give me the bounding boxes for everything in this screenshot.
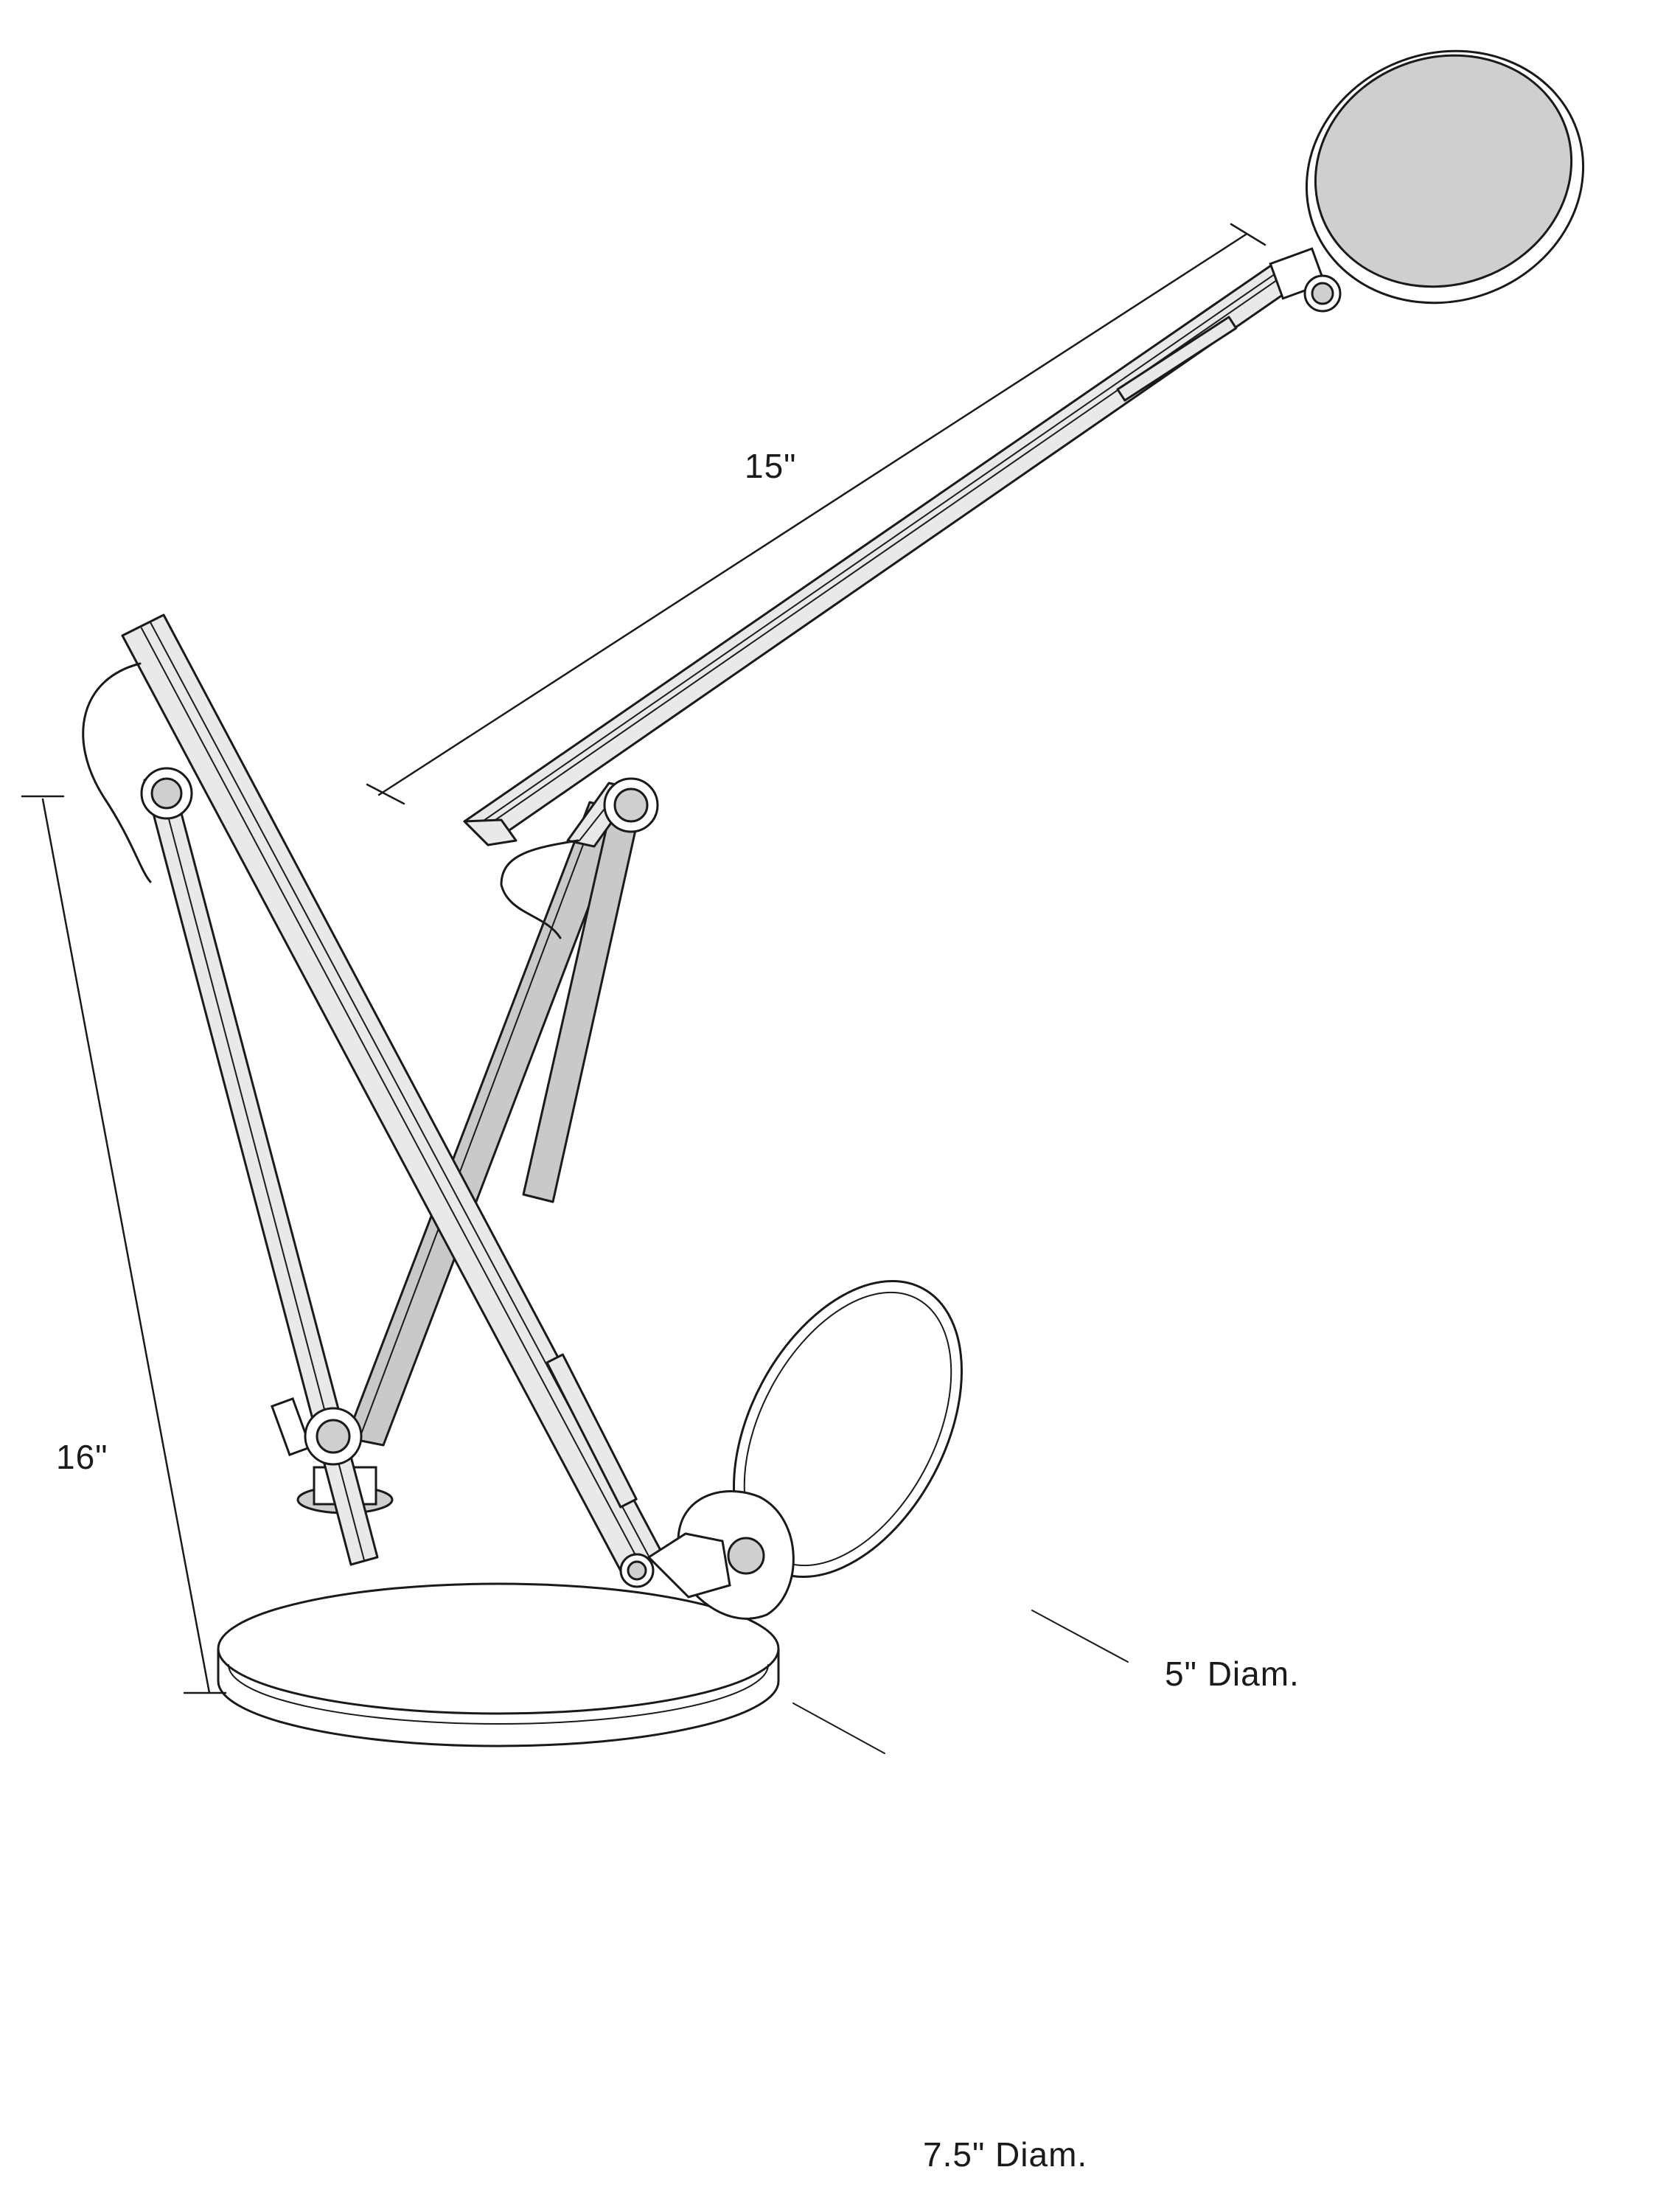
top-lamp-head: [1305, 49, 1585, 305]
label-base-diameter: 7.5" Diam.: [923, 2135, 1087, 2174]
diagonal-arm-slot: [546, 1353, 638, 1509]
dimension-label-15: 15": [745, 447, 797, 485]
label-head-diameter: 5" Diam.: [1165, 1655, 1300, 1693]
dimension-label-16: 16": [56, 1438, 108, 1476]
top-head-joint: [1269, 247, 1342, 313]
lower-head-bracket: [647, 1532, 731, 1599]
callout-head-diameter: 5" Diam.: [1031, 1610, 1300, 1693]
lower-lamp-head: [619, 1279, 963, 1620]
callout-base-diameter: 7.5" Diam.: [792, 1703, 1087, 2174]
dimension-height: 16": [21, 795, 227, 1694]
elbow-joint-left: [140, 767, 193, 820]
dimension-arm-length: 15": [366, 223, 1266, 805]
upper-arm-slot: [1116, 316, 1238, 402]
upper-arm: [463, 261, 1299, 846]
elbow-joint-upper: [603, 777, 659, 833]
cables: [82, 662, 579, 939]
upper-arm-end-cap: [463, 818, 518, 846]
base-joint: [271, 1397, 363, 1466]
